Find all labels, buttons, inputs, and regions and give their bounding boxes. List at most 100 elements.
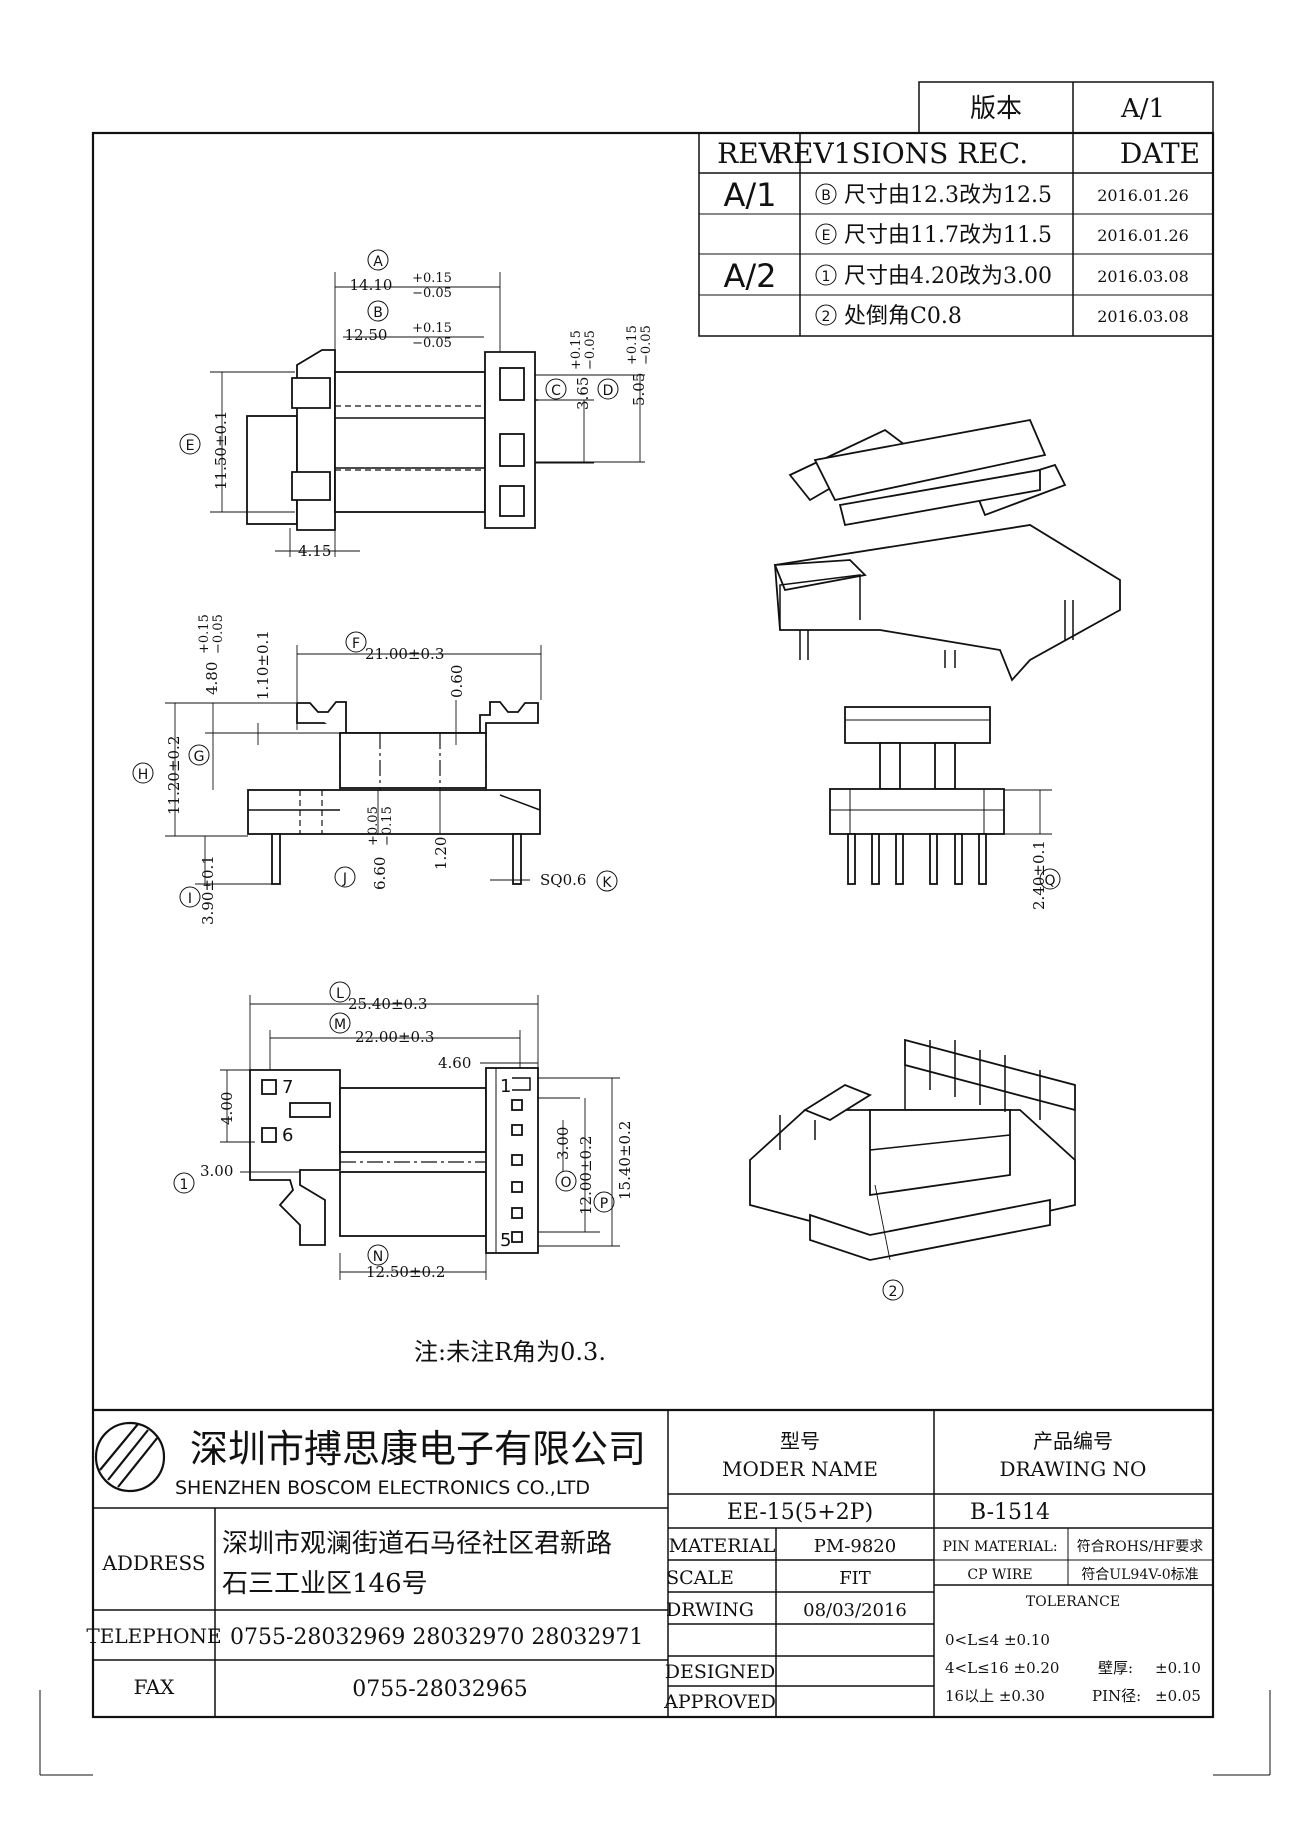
callout-j <box>334 866 356 888</box>
callout-q <box>1039 868 1061 890</box>
rev-text: 尺寸由12.3改为12.5 <box>844 183 1052 208</box>
rohs-note: 符合ROHS/HF要求 <box>1077 1539 1203 1555</box>
dim-a-value: 14.10 <box>350 276 393 294</box>
dim-one-value: 3.00 <box>200 1162 233 1180</box>
dim-l-value: 25.40±0.3 <box>348 995 427 1013</box>
rev-mark-circle <box>815 223 837 245</box>
end-view: 2.40±0.1 Q <box>829 706 1061 910</box>
dim-d-tol-plus: +0.15 <box>625 325 640 365</box>
dim-400: 4.00 <box>218 1092 236 1125</box>
callout-e <box>179 433 201 455</box>
material-label: MATERIAL <box>669 1535 776 1557</box>
date-header: DATE <box>1120 137 1200 170</box>
company-name-en: SHENZHEN BOSCOM ELECTRONICS CO.,LTD <box>175 1477 590 1499</box>
callout-f-label: F <box>352 636 360 652</box>
version-box: 版本 A/1 <box>918 81 1214 134</box>
dim-g-tol-plus: +0.15 <box>197 614 212 654</box>
callout-o-label: O <box>560 1175 571 1191</box>
dim-j-value: 6.60 <box>371 857 389 890</box>
callout-p <box>593 1191 615 1213</box>
company-logo <box>94 1421 166 1493</box>
pin-dia-label: PIN径: <box>1092 1687 1141 1705</box>
dim-j-tol-plus: +0.05 <box>366 806 381 846</box>
isometric-view-bottom: 2 <box>749 1038 1076 1301</box>
dim-b-tol-minus: −0.05 <box>412 336 452 351</box>
dim-h-value: 11.20±0.2 <box>165 736 183 815</box>
callout-k <box>596 870 618 892</box>
dim-a-tol-plus: +0.15 <box>412 271 452 286</box>
rev-text: 处倒角C0.8 <box>844 304 962 329</box>
dim-g-value: 4.80 <box>203 662 221 695</box>
fax: 0755-28032965 <box>352 1677 527 1702</box>
callout-i <box>179 886 201 908</box>
callout-o <box>555 1170 577 1192</box>
drawing-date-label: DRWING <box>666 1599 754 1621</box>
dim-b-tol-plus: +0.15 <box>412 321 452 336</box>
telephone: 0755-28032969 28032970 28032971 <box>230 1625 643 1650</box>
callout-2-label: 2 <box>889 1284 898 1300</box>
version-label: 版本 <box>970 94 1022 124</box>
rev-text: 尺寸由4.20改为3.00 <box>844 264 1052 289</box>
dim-j-tol-minus: −0.15 <box>380 806 395 846</box>
rev-cell: A/1 <box>723 176 776 214</box>
rev-cell: A/2 <box>723 257 776 295</box>
callout-1 <box>173 1172 195 1194</box>
rec-header: REV1SIONS REC. <box>772 137 1028 170</box>
callout-p-label: P <box>600 1196 608 1212</box>
address-line-1: 深圳市观澜街道石马径社区君新路 <box>222 1529 612 1559</box>
callout-2 <box>882 1279 904 1301</box>
dim-d-value: 5.05 <box>630 373 648 406</box>
dim-b-value: 12.50 <box>345 326 388 344</box>
version-value: A/1 <box>1120 94 1165 124</box>
dim-460: 4.60 <box>438 1054 471 1072</box>
tolerance-row-2: 4<L≤16 ±0.20 <box>945 1659 1059 1677</box>
rev-mark: 2 <box>822 309 831 325</box>
dim-c-tol-minus: −0.05 <box>583 330 598 370</box>
rev-mark: E <box>822 228 831 244</box>
callout-e-label: E <box>186 438 195 454</box>
rev-mark-circle <box>815 304 837 326</box>
callout-1-label: 1 <box>180 1177 189 1193</box>
dim-300-v: 3.00 <box>554 1127 572 1160</box>
callout-h <box>132 762 154 784</box>
drawing-note: 注:未注R角为0.3. <box>414 1338 606 1366</box>
dim-c-tol-plus: +0.15 <box>569 330 584 370</box>
callout-m <box>329 1012 351 1034</box>
wall-value: ±0.10 <box>1155 1659 1201 1677</box>
dim-e-value: 11.50±0.1 <box>212 411 230 490</box>
callout-m-label: M <box>334 1017 346 1033</box>
callout-k-label: K <box>602 875 612 891</box>
callout-a-label: A <box>373 254 383 270</box>
pin-dia-value: ±0.05 <box>1155 1687 1201 1705</box>
dim-n-value: 12.50±0.2 <box>366 1263 445 1281</box>
rev-mark-circle <box>815 183 837 205</box>
dim-f-value: 21.00±0.3 <box>365 645 444 663</box>
callout-q-label: Q <box>1044 873 1055 889</box>
dim-k-value: SQ0.6 <box>540 871 586 889</box>
ul-note: 符合UL94V-0标准 <box>1081 1567 1198 1583</box>
revision-table: REV. REV1SIONS REC. DATE A/1 B 尺寸由12.3改为… <box>698 132 1214 337</box>
company-name-cn: 深圳市搏思康电子有限公司 <box>190 1427 646 1471</box>
pin-material-value: CP WIRE <box>967 1567 1032 1583</box>
tolerance-row-3: 16以上 ±0.30 <box>945 1687 1045 1705</box>
model-label-en: MODER NAME <box>722 1457 878 1481</box>
scale: FIT <box>839 1568 871 1589</box>
approved-label: APPROVED <box>663 1691 776 1713</box>
callout-c <box>545 378 567 400</box>
drawing-no: B-1514 <box>970 1500 1050 1525</box>
dim-m-value: 22.00±0.3 <box>355 1028 434 1046</box>
tolerance-row-1: 0<L≤4 ±0.10 <box>945 1631 1050 1649</box>
callout-f <box>345 631 367 653</box>
dim-c-value: 3.65 <box>574 377 592 410</box>
pin-material-label: PIN MATERIAL: <box>942 1539 1057 1555</box>
drawing-date: 08/03/2016 <box>803 1600 907 1621</box>
dim-q-value: 2.40±0.1 <box>1030 840 1048 910</box>
rev-date: 2016.03.08 <box>1097 307 1189 326</box>
callout-n <box>367 1244 389 1266</box>
rev-date: 2016.01.26 <box>1097 186 1189 205</box>
dim-d-tol-minus: −0.05 <box>639 325 654 365</box>
dim-p-value: 15.40±0.2 <box>616 1121 634 1200</box>
callout-g-label: G <box>194 749 205 765</box>
model-name: EE-15(5+2P) <box>727 1500 873 1525</box>
